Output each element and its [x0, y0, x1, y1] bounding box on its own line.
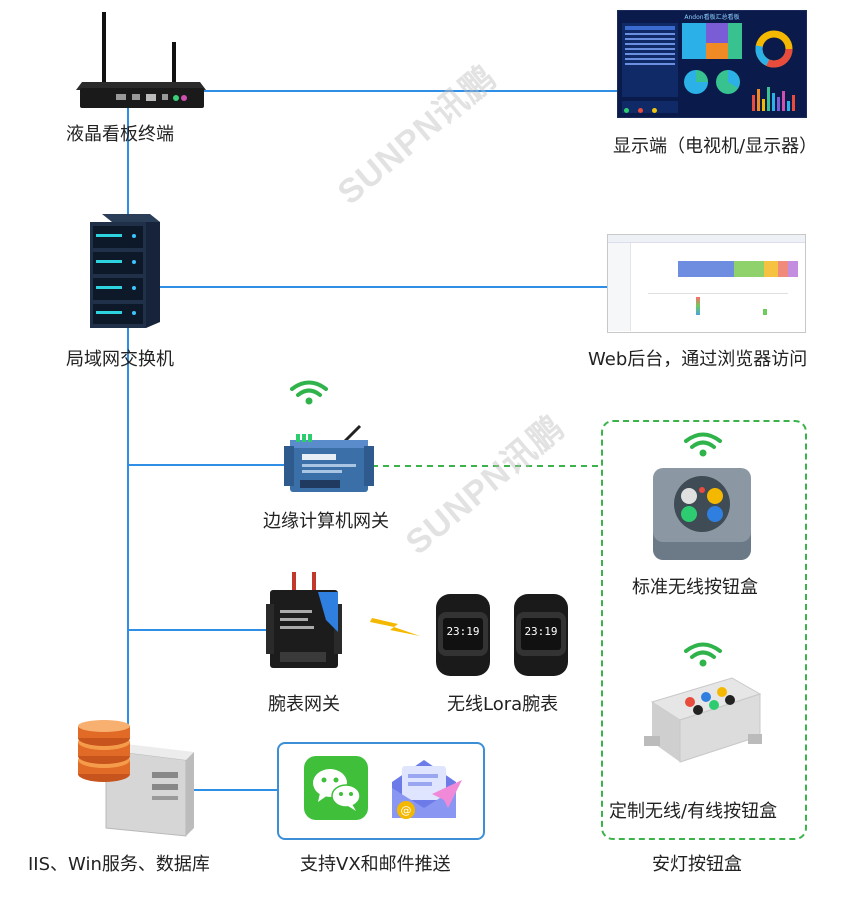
display-screen: Andon看板汇总看板 [617, 10, 807, 118]
lan-switch-device [90, 214, 160, 328]
label-edge-gateway: 边缘计算机网关 [263, 511, 389, 532]
dashboard-title: Andon看板汇总看板 [684, 14, 740, 21]
server-device [78, 720, 194, 837]
watch-time: 23:19 [446, 625, 480, 638]
label-lora-watch: 无线Lora腕表 [447, 694, 559, 715]
std-button-box-device [653, 468, 751, 560]
label-watch-gateway: 腕表网关 [268, 694, 340, 715]
web-bar-1 [696, 297, 700, 315]
label-custom-button-box: 定制无线/有线按钮盒 [609, 801, 778, 822]
label-server: IIS、Win服务、数据库 [28, 854, 210, 875]
email-icon: @ [392, 760, 462, 819]
dashboard-pies [684, 70, 740, 94]
watch-gateway-device [266, 572, 342, 668]
dashboard-treemap [682, 23, 742, 59]
dashboard-donut [755, 30, 793, 68]
label-andon-group: 安灯按钮盒 [652, 854, 742, 875]
label-lan-switch: 局域网交换机 [66, 349, 174, 370]
label-web-backend: Web后台，通过浏览器访问 [588, 349, 808, 370]
svg-text:@: @ [401, 804, 412, 817]
label-lcd-terminal: 液晶看板终端 [66, 124, 174, 145]
edge-gateway-device [284, 424, 374, 492]
wechat-icon [304, 756, 368, 820]
lightning-icon [370, 618, 420, 636]
andon-button-group [601, 420, 807, 840]
watch-time: 23:19 [524, 625, 558, 638]
web-backend-screen [607, 234, 806, 333]
wifi-icon [684, 642, 722, 667]
web-treemap [678, 261, 798, 277]
custom-button-box-device [644, 677, 762, 763]
lora-watch: 23:19 [510, 594, 572, 676]
web-bar-2 [763, 309, 767, 315]
wifi-icon [684, 432, 722, 457]
label-display: 显示端（电视机/显示器） [613, 136, 818, 157]
lora-watch: 23:19 [432, 594, 494, 676]
dashboard-bars [752, 87, 795, 111]
label-push: 支持VX和邮件推送 [300, 854, 451, 875]
dashboard-table [622, 23, 678, 97]
wifi-icon [290, 380, 328, 405]
label-std-button-box: 标准无线按钮盒 [632, 577, 758, 598]
lcd-terminal-device [76, 12, 206, 108]
